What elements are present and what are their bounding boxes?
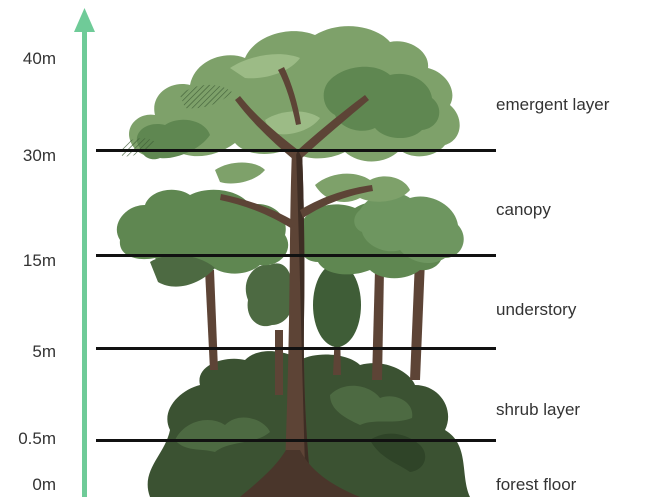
height-label-30m: 30m [0, 146, 56, 166]
layer-label-emergent: emergent layer [496, 95, 609, 115]
height-label-0m: 0m [0, 475, 56, 495]
layer-label-canopy: canopy [496, 200, 551, 220]
height-label-15m: 15m [0, 251, 56, 271]
height-axis-arrow [74, 8, 95, 497]
boundary-line-0-5m [96, 439, 496, 442]
layer-label-shrub: shrub layer [496, 400, 580, 420]
boundary-line-5m [96, 347, 496, 350]
layer-label-forest-floor: forest floor [496, 475, 576, 495]
height-label-40m: 40m [0, 49, 56, 69]
boundary-line-15m [96, 254, 496, 257]
height-label-5m: 5m [0, 342, 56, 362]
layer-label-understory: understory [496, 300, 576, 320]
boundary-line-30m [96, 149, 496, 152]
emergent-crown [120, 26, 460, 183]
height-label-0-5m: 0.5m [0, 429, 56, 449]
